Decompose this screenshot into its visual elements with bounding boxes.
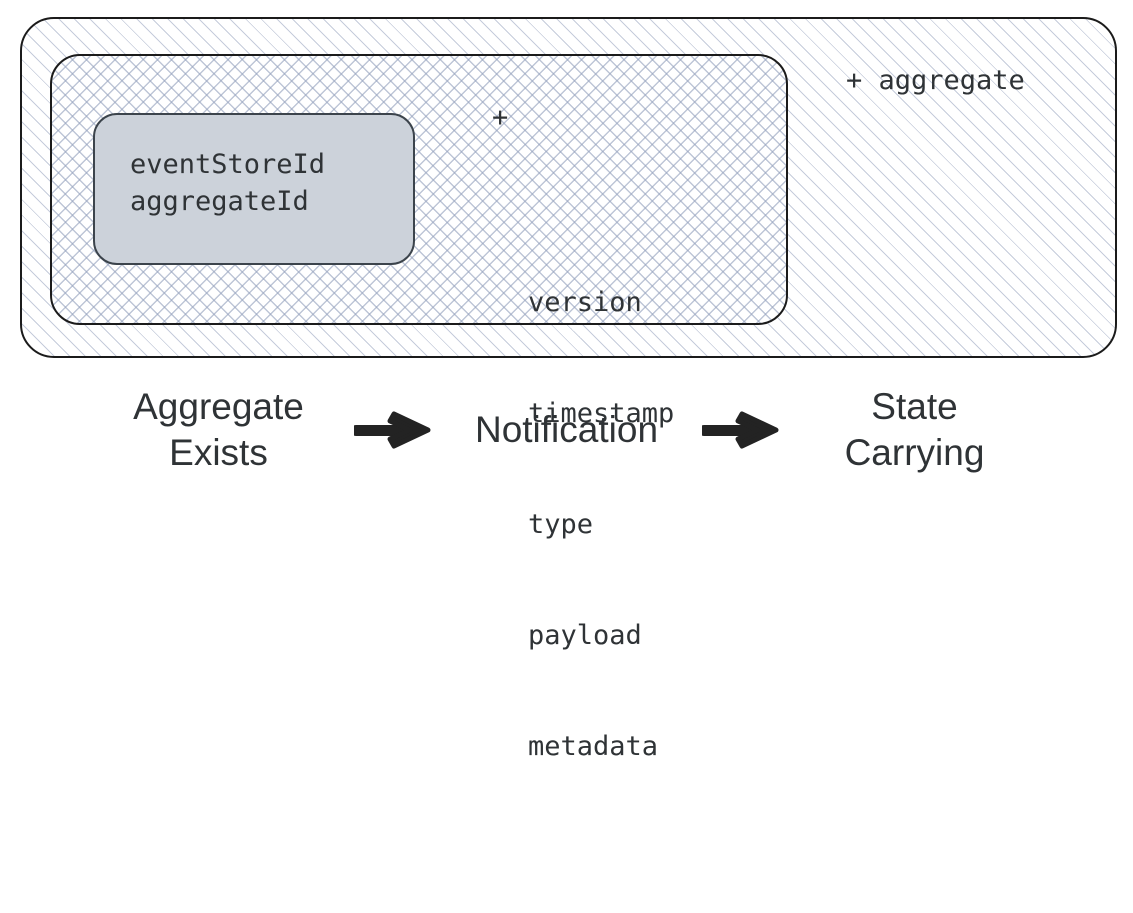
flow-step-state-carrying: State Carrying bbox=[844, 386, 985, 473]
attribute-timestamp: timestamp bbox=[528, 398, 675, 429]
flow-step-notification: Notification bbox=[474, 409, 659, 450]
diagram-canvas: eventStoreId aggregateId + version timest… bbox=[0, 17, 1133, 762]
attribute-metadata: metadata bbox=[528, 731, 659, 762]
state-carrying-event-box bbox=[50, 54, 788, 325]
event-attribute-block: + version timestamp type payload metadat… bbox=[492, 99, 674, 913]
flow-step-aggregate-exists: Aggregate Exists bbox=[133, 386, 304, 473]
identity-field-event-store-id: eventStoreId bbox=[130, 149, 326, 180]
arrow-right-1-icon bbox=[344, 407, 442, 453]
attribute-version: version bbox=[528, 287, 642, 318]
arrow-right-2-icon bbox=[692, 407, 790, 453]
identity-field-aggregate-id: aggregateId bbox=[130, 186, 309, 217]
attribute-plus-sign: + bbox=[492, 102, 509, 133]
attribute-payload: payload bbox=[528, 620, 642, 651]
identity-box bbox=[93, 113, 415, 265]
attribute-type: type bbox=[528, 509, 594, 540]
flow-caption-row: Aggregate Exists Notification State Carr… bbox=[0, 372, 1133, 488]
aggregate-label: + aggregate bbox=[846, 65, 1025, 96]
identity-field-list: eventStoreId aggregateId bbox=[130, 146, 410, 220]
event-attribute-list: version timestamp type payload metadata bbox=[492, 210, 674, 839]
